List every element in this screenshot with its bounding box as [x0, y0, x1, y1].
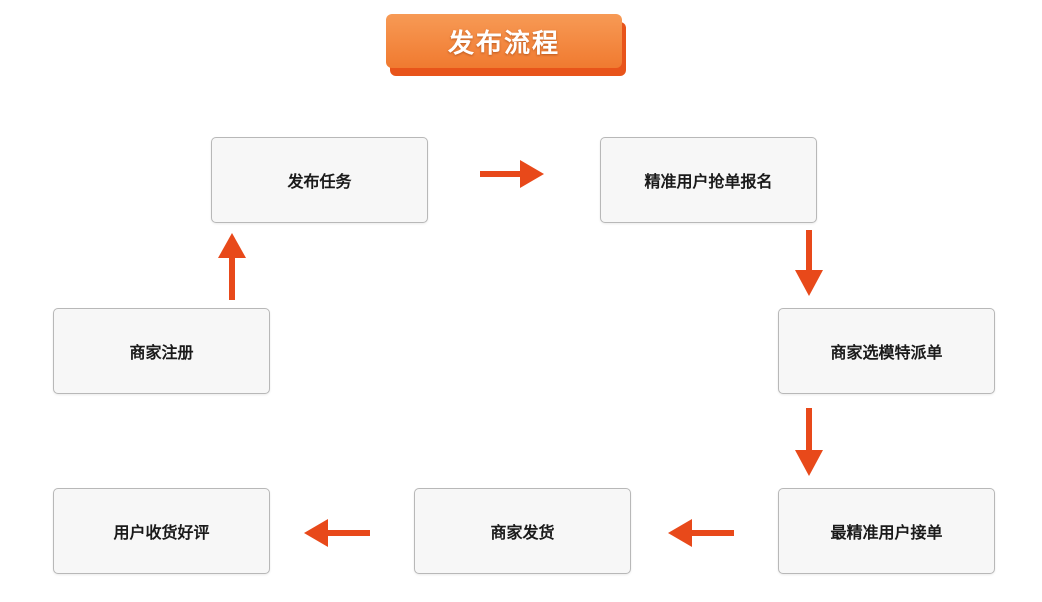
arrow-left-icon — [304, 519, 370, 547]
step-publish-task: 发布任务 — [211, 137, 428, 223]
step-select-model: 商家选模特派单 — [778, 308, 995, 394]
step-merchant-ship: 商家发货 — [414, 488, 631, 574]
title-banner: 发布流程 — [386, 14, 626, 76]
arrow-down-icon — [795, 408, 823, 476]
page-title: 发布流程 — [386, 14, 622, 68]
arrow-left-icon — [668, 519, 734, 547]
step-user-signup: 精准用户抢单报名 — [600, 137, 817, 223]
arrow-up-icon — [218, 233, 246, 300]
step-user-review: 用户收货好评 — [53, 488, 270, 574]
step-merchant-register: 商家注册 — [53, 308, 270, 394]
step-user-accept: 最精准用户接单 — [778, 488, 995, 574]
arrow-down-icon — [795, 230, 823, 296]
arrow-right-icon — [480, 160, 544, 188]
